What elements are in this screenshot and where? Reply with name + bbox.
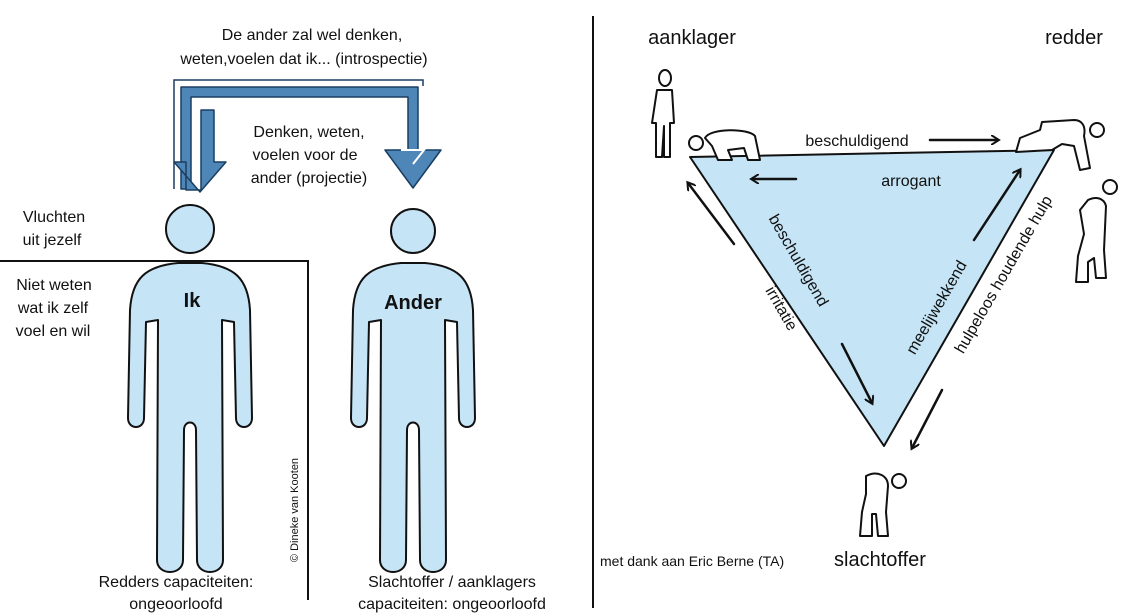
role-accuser: aanklager — [648, 27, 736, 49]
victim-figure — [859, 472, 907, 537]
triangle-arrows — [688, 140, 1020, 448]
figure-ik: Ik — [127, 204, 253, 573]
drama-triangle — [689, 149, 1055, 447]
ik-caption-line2: ongeoorloofd — [129, 596, 222, 613]
accuser-figure — [651, 69, 675, 158]
edge-top-inner-label: arrogant — [881, 173, 941, 190]
projection-arrows — [173, 79, 442, 193]
ik-caption-line1: Redders capaciteiten: — [99, 574, 254, 591]
ander-caption-line1: Slachtoffer / aanklagers — [368, 574, 536, 591]
role-rescuer: redder — [1045, 27, 1103, 49]
projection-line1: Denken, weten, — [253, 124, 364, 141]
flee-line1: Vluchten — [23, 209, 85, 226]
role-victim: slachtoffer — [834, 549, 926, 571]
figure-ik-label: Ik — [184, 290, 202, 312]
projection-line2: voelen voor de — [253, 147, 358, 164]
figure-ander-label: Ander — [384, 292, 442, 314]
flee-line2: uit jezelf — [23, 232, 82, 249]
copyright-text: © Dineke van Kooten — [289, 458, 301, 562]
rescuer-figure — [1015, 119, 1118, 283]
projection-line3: ander (projectie) — [251, 170, 368, 187]
accuser-crouch-figure — [688, 129, 761, 161]
top-caption-line1: De ander zal wel denken, — [222, 27, 403, 44]
notknow-line2: wat ik zelf — [17, 300, 89, 317]
notknow-line3: voel en wil — [16, 323, 91, 340]
figure-ander: Ander — [350, 208, 476, 573]
self-boundary-line — [0, 260, 309, 600]
edge-top-outer-label: beschuldigend — [805, 133, 908, 150]
top-caption-line2: weten,voelen dat ik... (introspectie) — [179, 51, 427, 68]
notknow-line1: Niet weten — [16, 277, 92, 294]
ander-caption-line2: capaciteiten: ongeoorloofd — [358, 596, 546, 613]
credit-text: met dank aan Eric Berne (TA) — [600, 553, 784, 569]
